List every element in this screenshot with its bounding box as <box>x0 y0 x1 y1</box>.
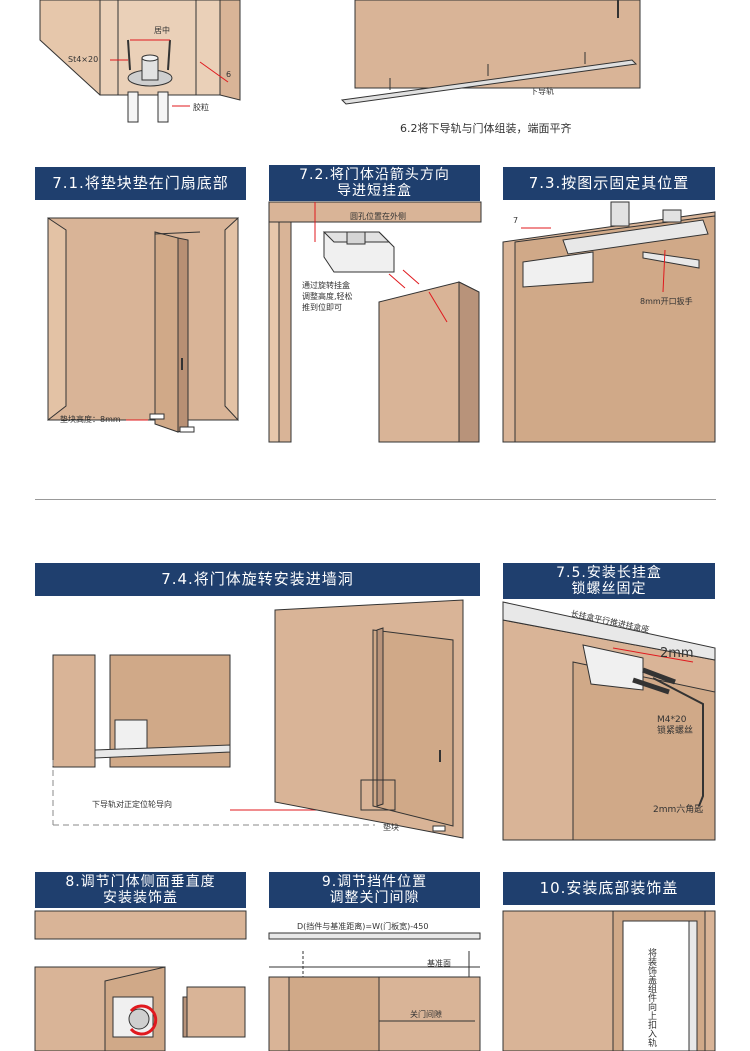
step-7-1-banner: 7.1.将垫块垫在门扇底部 <box>35 167 246 200</box>
caption-6-2: 6.2将下导轨与门体组装，端面平齐 <box>400 122 572 135</box>
step-7-4-illustration <box>52 599 464 839</box>
step-7-1-title: 7.1.将垫块垫在门扇底部 <box>52 174 229 192</box>
step-8-title-line1: 8.调节门体侧面垂直度 <box>65 874 216 890</box>
step-7-3-banner: 7.3.按图示固定其位置 <box>503 167 715 200</box>
step-9-title-line2: 调整关门间隙 <box>329 890 420 906</box>
label-six: 6 <box>226 70 232 79</box>
step-7-2-label-hole: 圆孔位置在外侧 <box>350 212 406 221</box>
step-7-1-illustration <box>47 216 239 433</box>
step-7-4-banner: 7.4.将门体旋转安装进墙洞 <box>35 563 480 596</box>
step-7-3-label-seven: 7 <box>513 216 519 225</box>
step-8-title-line2: 安装装饰盖 <box>103 890 178 906</box>
label-plug: 胶粒 <box>193 103 209 112</box>
step-9-label-formula: D(挡件与基准距离)=W(门板宽)-450 <box>297 922 429 931</box>
step-9-banner: 9.调节挡件位置 调整关门间隙 <box>269 872 480 908</box>
step-7-5-label-screw: M4*20 锁紧螺丝 <box>657 715 694 736</box>
step-8-illustration <box>34 910 247 1051</box>
step-7-5-title-line1: 7.5.安装长挂盒 <box>556 565 662 581</box>
step-7-2-title-line1: 7.2.将门体沿箭头方向 <box>299 167 450 183</box>
step-10-banner: 10.安装底部装饰盖 <box>503 872 715 905</box>
step-9-label-gap: 关门间隙 <box>410 1010 442 1019</box>
step-7-3-illustration <box>502 201 716 443</box>
step-7-5-label-2mm: 2mm <box>660 646 694 661</box>
step-7-5-banner: 7.5.安装长挂盒 锁螺丝固定 <box>503 563 715 599</box>
step-9-illustration <box>268 932 481 1051</box>
step-7-5-illustration <box>502 601 716 841</box>
step-7-4-title: 7.4.将门体旋转安装进墙洞 <box>161 570 354 588</box>
step-10-illustration <box>502 910 716 1051</box>
step-7-5-label-hex: 2mm六角匙 <box>653 805 704 815</box>
door-bottom-view <box>39 0 641 123</box>
step-9-title-line1: 9.调节挡件位置 <box>321 874 428 890</box>
step-7-4-label-rail-align: 下导轨对正定位轮导向 <box>92 800 172 809</box>
step-7-5-title-line2: 锁螺丝固定 <box>571 581 647 597</box>
step-10-label-vertical: 将装饰盖组件向上扣入轨 <box>646 948 656 1047</box>
step-9-label-base: 基准面 <box>427 959 451 968</box>
step-7-1-label-pad: 垫块高度：8mm <box>60 415 121 424</box>
step-10-title: 10.安装底部装饰盖 <box>539 879 679 897</box>
step-7-4-label-block: 垫块 <box>383 823 399 832</box>
label-center: 居中 <box>154 26 170 35</box>
step-7-2-label-rotate: 通过旋转挂盒 调整高度,轻松 推到位即可 <box>302 281 353 312</box>
step-7-3-title: 7.3.按图示固定其位置 <box>528 174 690 192</box>
section-divider <box>35 499 716 500</box>
step-8-banner: 8.调节门体侧面垂直度 安装装饰盖 <box>35 872 246 908</box>
label-lower-rail: 下导轨 <box>530 87 554 96</box>
step-7-2-illustration <box>268 201 482 443</box>
step-7-2-banner: 7.2.将门体沿箭头方向 导进短挂盒 <box>269 165 480 201</box>
step-7-2-title-line2: 导进短挂盒 <box>337 183 412 199</box>
step-7-3-label-wrench: 8mm开口扳手 <box>640 297 693 306</box>
label-screw-st4: St4×20 <box>68 55 99 64</box>
